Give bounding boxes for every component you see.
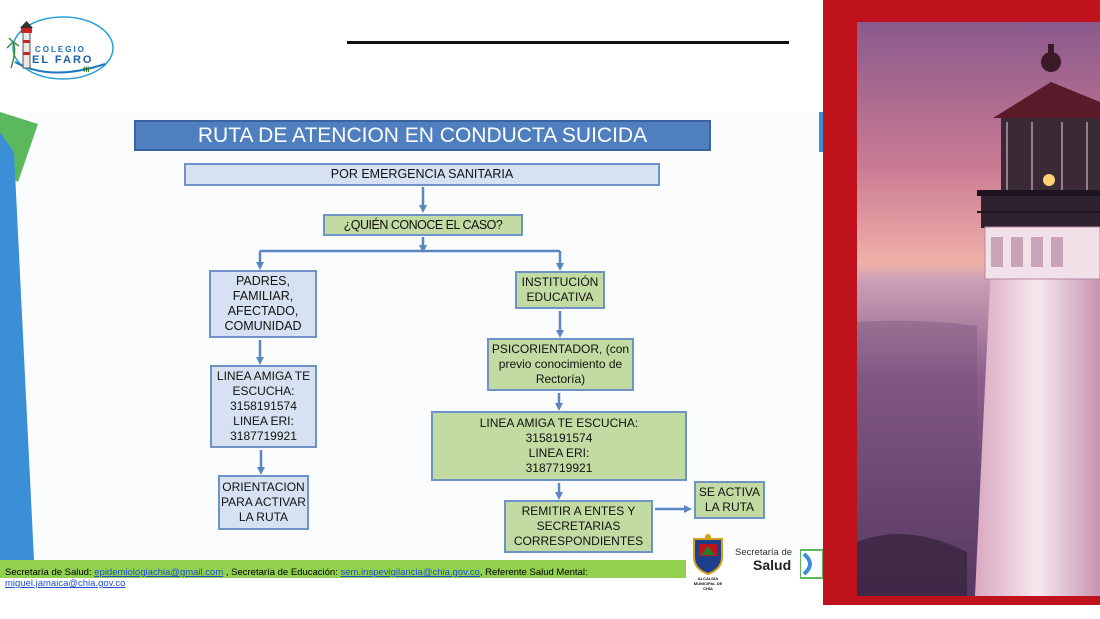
email-educacion-link[interactable]: sem.inspevigilancia@chia.gov.co — [340, 567, 480, 578]
email-referente-link[interactable]: miguel.jamaica@chia.gov.co — [5, 578, 126, 589]
secretaria-line2: Salud — [753, 557, 792, 573]
slide-panel — [0, 112, 823, 560]
right-step3-node: LINEA AMIGA TE ESCUCHA: 3158191574 LINEA… — [431, 411, 687, 481]
question-node: ¿QUIÉN CONOCE EL CASO? — [323, 214, 523, 236]
footer-label-salud: Secretaría de Salud: — [5, 567, 95, 578]
root-node: POR EMERGENCIA SANITARIA — [184, 163, 660, 186]
header-rule — [347, 41, 789, 44]
alcaldia-logo: ALCALDÍA MUNICIPAL DE CHÍA — [690, 533, 726, 591]
logo-line1: COLEGIO — [35, 45, 86, 54]
diagram-title: RUTA DE ATENCION EN CONDUCTA SUICIDA — [134, 120, 711, 151]
right-step5-node: SE ACTIVA LA RUTA — [694, 481, 765, 519]
footer-contacts: Secretaría de Salud: epidemiologiachia@g… — [5, 567, 685, 589]
left-step2-node: LINEA AMIGA TE ESCUCHA: 3158191574 LINEA… — [210, 365, 317, 448]
secretaria-salud-logo-icon — [800, 549, 823, 579]
alcaldia-shield-icon — [693, 534, 723, 576]
email-salud-link[interactable]: epidemiologiachia@gmail.com — [94, 567, 224, 578]
right-step2-node: PSICORIENTADOR, (con previo conocimiento… — [487, 338, 634, 391]
left-step1-node: PADRES, FAMILIAR, AFECTADO, COMUNIDAD — [209, 270, 317, 338]
footer-label-referente: , Referente Salud Mental: — [479, 567, 588, 578]
right-step1-node: INSTITUCIÓN EDUCATIVA — [515, 271, 605, 309]
photo-frame-inner-top — [848, 0, 1100, 22]
left-step3-node: ORIENTACION PARA ACTIVAR LA RUTA — [218, 475, 309, 530]
footer-label-educacion: , Secretaría de Educación: — [223, 567, 341, 578]
lighthouse-logo-icon — [6, 16, 114, 80]
logo-motto: ffi — [83, 67, 90, 74]
side-decoration — [0, 112, 38, 560]
right-side-stripe — [819, 112, 823, 152]
right-step4-node: REMITIR A ENTES Y SECRETARIAS CORRESPOND… — [504, 500, 653, 553]
secretaria-salud-logo: Secretaría de Salud — [735, 547, 795, 583]
school-logo: COLEGIO EL FARO ffi — [5, 12, 115, 84]
alcaldia-text: ALCALDÍA MUNICIPAL DE CHÍA — [693, 576, 723, 591]
secretaria-line1: Secretaría de — [735, 547, 793, 558]
footer-bar — [0, 560, 686, 578]
logo-line2: EL FARO — [32, 54, 94, 66]
flow-connectors — [256, 187, 692, 513]
lighthouse-photo — [857, 22, 1100, 596]
